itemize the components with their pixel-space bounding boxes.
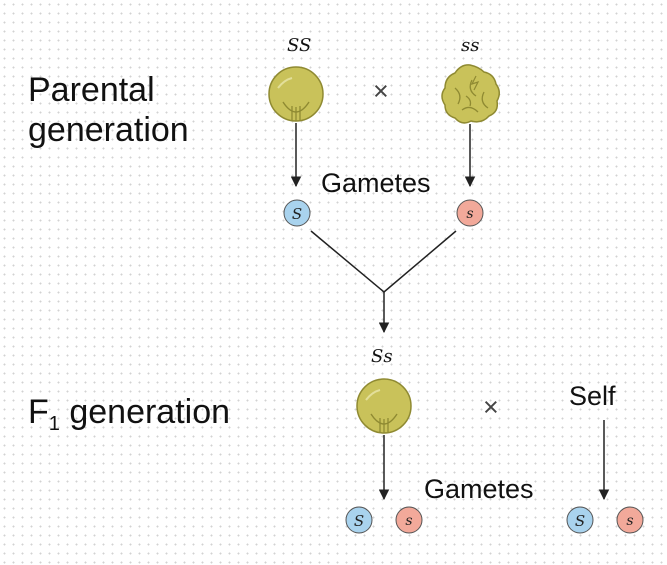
gamete-dominant-f1-left-text: S [354, 512, 364, 530]
parent-round-genotype: SS [287, 35, 312, 56]
gamete-recessive-parental: s [456, 199, 484, 227]
cross-symbol-parental: × [373, 76, 389, 106]
parent-wrinkled-genotype: ss [461, 35, 480, 56]
parental-label-line1: Parental [28, 71, 155, 109]
f1-generation-word: generation [59, 393, 231, 431]
f1-generation-label: F1 generation [28, 392, 230, 444]
gamete-dominant-f1-left: S [345, 506, 373, 534]
gamete-recessive-f1-right-text: s [626, 513, 633, 529]
round-seed-icon [268, 66, 324, 122]
gamete-dominant-parental-text: S [292, 205, 302, 223]
fertilization-lines [310, 230, 457, 293]
f1-letter: F [28, 393, 49, 431]
self-label: Self [569, 381, 616, 411]
wrinkled-seed-icon [441, 64, 500, 124]
f1-genotype: Ss [371, 346, 393, 367]
f1-round-seed-icon [356, 378, 412, 434]
gamete-dominant-parental: S [283, 199, 311, 227]
parental-label-line2: generation [28, 111, 189, 149]
f1-subscript: 1 [48, 413, 60, 435]
gamete-recessive-f1-right: s [616, 506, 644, 534]
gametes-label-f1: Gametes [424, 474, 534, 504]
gametes-label-parental: Gametes [321, 168, 431, 198]
parental-generation-label: Parental generation [28, 70, 189, 150]
gamete-dominant-f1-right-text: S [575, 512, 585, 530]
cross-symbol-f1: × [483, 392, 499, 422]
gamete-recessive-f1-left-text: s [405, 513, 412, 529]
gamete-dominant-f1-right: S [566, 506, 594, 534]
gamete-recessive-parental-text: s [466, 206, 473, 222]
gamete-recessive-f1-left: s [395, 506, 423, 534]
